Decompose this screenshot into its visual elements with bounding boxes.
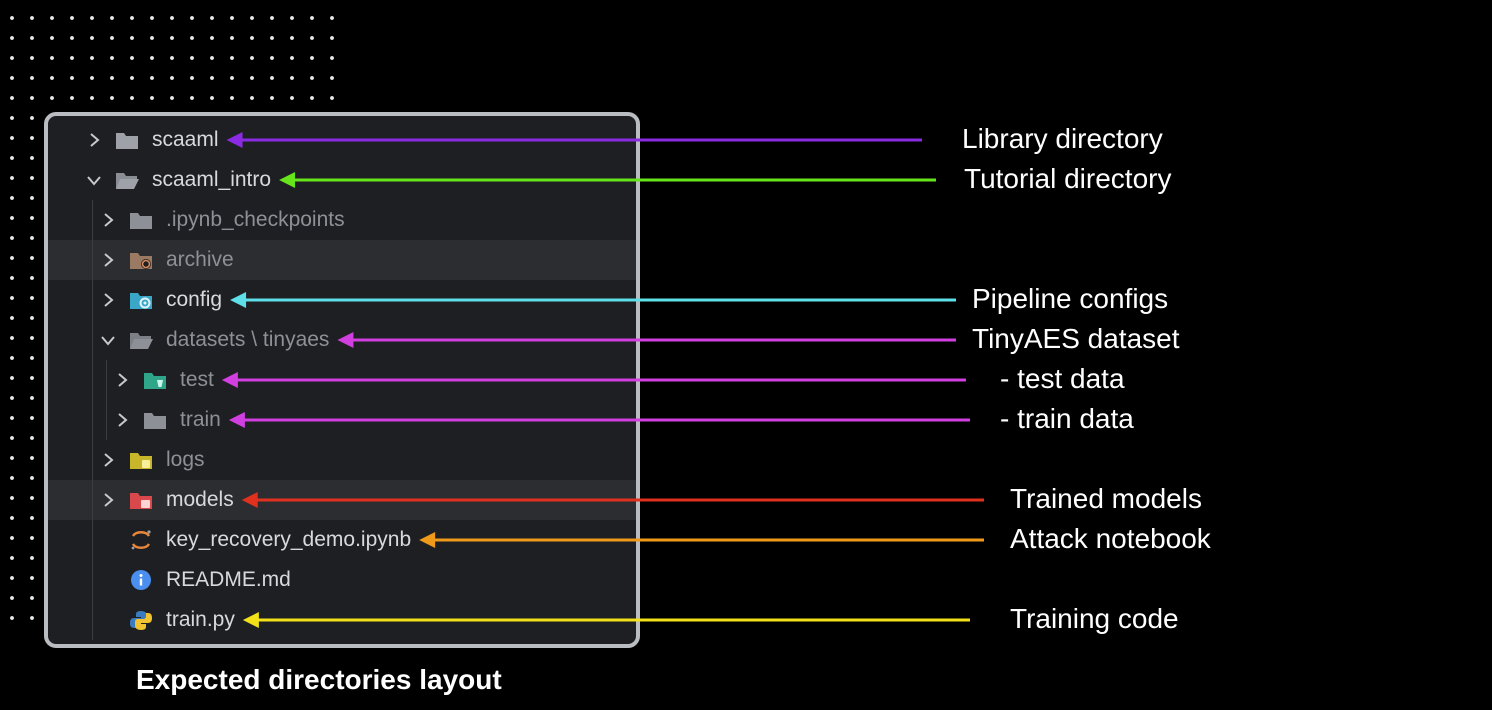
chevron-right-icon[interactable] bbox=[100, 212, 116, 228]
jupyter-icon bbox=[128, 529, 154, 551]
folder-archive-icon bbox=[128, 249, 154, 271]
annotation-label: Trained models bbox=[1010, 483, 1202, 514]
chevron-down-icon[interactable] bbox=[100, 332, 116, 348]
chevron-right-icon[interactable] bbox=[114, 412, 130, 428]
annotation-label: - train data bbox=[1000, 403, 1134, 434]
tree-item-label: archive bbox=[166, 248, 234, 271]
folder-icon bbox=[128, 209, 154, 231]
tree-row[interactable]: archive bbox=[48, 240, 636, 280]
chevron-right-icon[interactable] bbox=[100, 492, 116, 508]
tree-row[interactable]: datasets \ tinyaes bbox=[48, 320, 636, 360]
tree-item-label: config bbox=[166, 288, 223, 311]
annotation-label: Attack notebook bbox=[1010, 523, 1211, 554]
folder-config-icon bbox=[128, 289, 154, 311]
folder-icon bbox=[114, 129, 140, 151]
tree-item-label: models bbox=[166, 488, 234, 511]
folder-test-icon bbox=[142, 369, 168, 391]
spacer bbox=[100, 532, 116, 548]
tree-row[interactable]: logs bbox=[48, 440, 636, 480]
annotation-label: - test data bbox=[1000, 363, 1125, 394]
tree-item-label: train bbox=[180, 408, 221, 431]
chevron-right-icon[interactable] bbox=[114, 372, 130, 388]
annotation-label: Training code bbox=[1010, 603, 1179, 634]
folder-logs-icon bbox=[128, 449, 154, 471]
folder-icon bbox=[142, 409, 168, 431]
tree-item-label: .ipynb_checkpoints bbox=[166, 208, 345, 231]
tree-item-label: train.py bbox=[166, 608, 235, 631]
folder-open-icon bbox=[114, 169, 140, 191]
annotation-label: Library directory bbox=[962, 123, 1163, 154]
tree-row[interactable]: key_recovery_demo.ipynb bbox=[48, 520, 636, 560]
tree-row[interactable]: .ipynb_checkpoints bbox=[48, 200, 636, 240]
tree-item-label: datasets \ tinyaes bbox=[166, 328, 330, 351]
tree-row[interactable]: README.md bbox=[48, 560, 636, 600]
chevron-right-icon[interactable] bbox=[100, 252, 116, 268]
tree-item-label: logs bbox=[166, 448, 205, 471]
spacer bbox=[100, 572, 116, 588]
folder-models-icon bbox=[128, 489, 154, 511]
tree-item-label: key_recovery_demo.ipynb bbox=[166, 528, 412, 551]
tree-item-label: scaaml_intro bbox=[152, 168, 272, 191]
chevron-right-icon[interactable] bbox=[100, 292, 116, 308]
annotation-label: TinyAES dataset bbox=[972, 323, 1180, 354]
tree-row[interactable]: test bbox=[48, 360, 636, 400]
spacer bbox=[100, 612, 116, 628]
tree-item-label: README.md bbox=[166, 568, 291, 591]
tree-row[interactable]: models bbox=[48, 480, 636, 520]
info-icon bbox=[128, 569, 154, 591]
figure-caption: Expected directories layout bbox=[136, 664, 502, 695]
tree-row[interactable]: train bbox=[48, 400, 636, 440]
annotation-label: Tutorial directory bbox=[964, 163, 1172, 194]
indent-guide bbox=[106, 360, 107, 440]
chevron-down-icon[interactable] bbox=[86, 172, 102, 188]
chevron-right-icon[interactable] bbox=[100, 452, 116, 468]
tree-row[interactable]: scaaml bbox=[48, 120, 636, 160]
python-icon bbox=[128, 609, 154, 631]
tree-item-label: scaaml bbox=[152, 128, 219, 151]
tree-row[interactable]: config bbox=[48, 280, 636, 320]
annotation-label: Pipeline configs bbox=[972, 283, 1169, 314]
chevron-right-icon[interactable] bbox=[86, 132, 102, 148]
tree-item-label: test bbox=[180, 368, 214, 391]
indent-guide bbox=[92, 200, 93, 640]
folder-open-icon bbox=[128, 329, 154, 351]
tree-row[interactable]: scaaml_intro bbox=[48, 160, 636, 200]
tree-row[interactable]: train.py bbox=[48, 600, 636, 640]
